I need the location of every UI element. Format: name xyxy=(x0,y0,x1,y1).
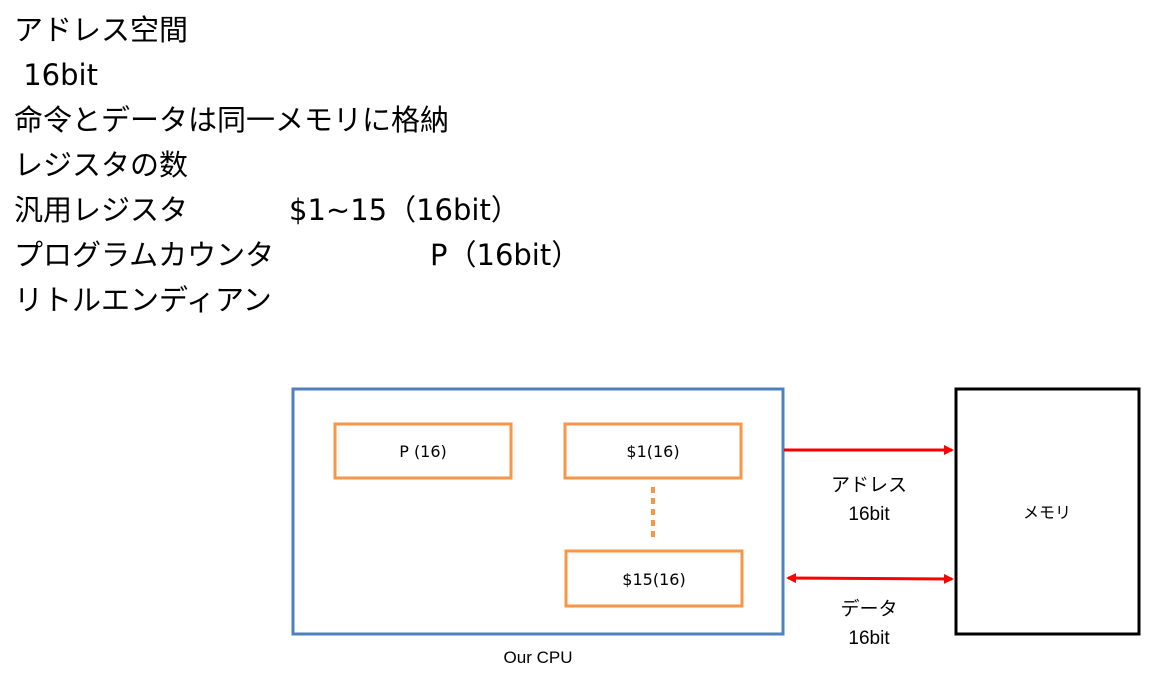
register-1-label: $1(16) xyxy=(626,442,679,461)
address-bus-width: 16bit xyxy=(848,504,890,525)
cpu-box xyxy=(291,387,785,636)
spec-program-counter-value: P（16bit） xyxy=(430,238,581,272)
spec-list: アドレス空間 16bit 命令とデータは同一メモリに格納 レジスタの数 汎用レジ… xyxy=(14,8,580,323)
spec-general-registers-label: 汎用レジスタ xyxy=(14,193,189,227)
cpu-label: Our CPU xyxy=(504,648,573,667)
spec-register-count-label: レジスタの数 xyxy=(14,148,189,182)
register-p-box xyxy=(333,422,513,480)
register-15-box xyxy=(564,549,744,608)
memory-box xyxy=(954,387,1141,636)
register-p-label: P (16) xyxy=(399,442,447,461)
spec-program-counter-label: プログラムカウンタ xyxy=(14,238,275,272)
spec-address-space-label: アドレス空間 xyxy=(14,13,189,47)
data-bus-width: 16bit xyxy=(848,628,890,649)
memory-label: メモリ xyxy=(1023,503,1071,522)
spec-address-width: 16bit xyxy=(14,53,449,98)
data-bus-label: データ xyxy=(840,598,897,620)
spec-address-space: アドレス空間 xyxy=(14,8,449,53)
spec-address-width-label: 16bit xyxy=(14,58,98,92)
spec-general-registers-value: $1~15（16bit） xyxy=(289,193,520,227)
spec-program-counter: プログラムカウンタ P（16bit） xyxy=(14,233,580,278)
spec-register-count: レジスタの数 xyxy=(14,143,449,188)
spec-shared-memory: 命令とデータは同一メモリに格納 xyxy=(14,98,449,143)
register-15-label: $15(16) xyxy=(622,570,685,589)
register-1-box xyxy=(563,422,743,480)
spec-endianness-label: リトルエンディアン xyxy=(14,283,272,317)
data-bus-arrow xyxy=(786,573,954,584)
address-bus-label: アドレス xyxy=(831,475,907,496)
spec-shared-memory-label: 命令とデータは同一メモリに格納 xyxy=(14,103,450,137)
spec-endianness: リトルエンディアン xyxy=(14,278,449,323)
spec-general-registers: 汎用レジスタ $1~15（16bit） xyxy=(14,188,520,233)
